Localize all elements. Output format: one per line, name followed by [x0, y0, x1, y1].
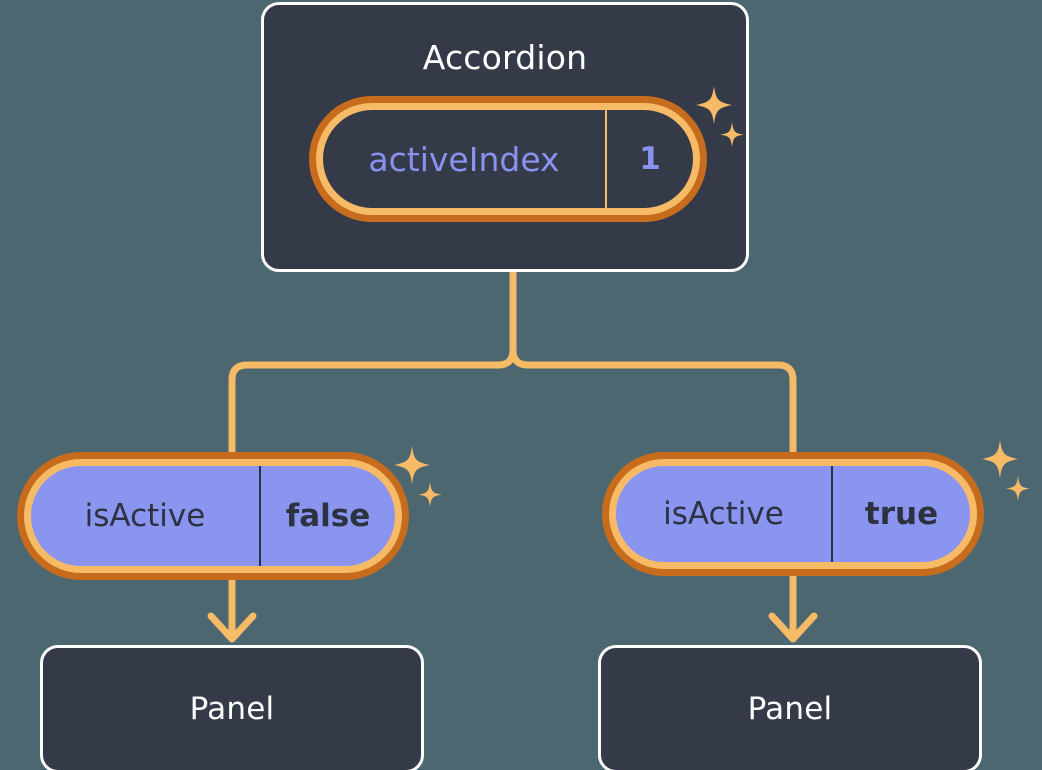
state-pill-value: 1	[605, 110, 693, 208]
component-title-panel-left: Panel	[189, 690, 275, 727]
component-title-panel-right: Panel	[747, 690, 833, 727]
component-title-accordion: Accordion	[422, 38, 588, 77]
prop-pill-is-active-true[interactable]: isActive true	[602, 452, 984, 576]
state-pill-active-index[interactable]: activeIndex 1	[309, 96, 707, 222]
sparkle-small-icon	[418, 482, 442, 507]
component-box-panel-left[interactable]: Panel	[40, 645, 424, 770]
arrow-head-right	[768, 612, 818, 643]
prop-pill-key-left: isActive	[84, 497, 206, 534]
state-pill-key: activeIndex	[368, 139, 560, 179]
sparkle-right-decoration	[978, 438, 1034, 512]
state-pill-inner: activeIndex 1	[323, 110, 693, 208]
prop-pill-is-active-false[interactable]: isActive false	[17, 452, 409, 580]
prop-pill-inner-right: isActive true	[616, 466, 970, 562]
prop-pill-key-right: isActive	[663, 495, 784, 532]
connector-branch-right	[509, 346, 797, 456]
component-box-panel-right[interactable]: Panel	[598, 645, 982, 770]
sparkle-large-icon	[982, 440, 1018, 478]
arrow-head-left	[207, 612, 257, 643]
prop-pill-value-right: true	[831, 466, 970, 562]
prop-pill-inner-left: isActive false	[31, 466, 395, 566]
sparkle-large-icon	[394, 446, 430, 484]
connector-trunk	[228, 268, 517, 456]
sparkle-small-icon	[1006, 476, 1030, 501]
prop-pill-value-left: false	[259, 466, 395, 566]
